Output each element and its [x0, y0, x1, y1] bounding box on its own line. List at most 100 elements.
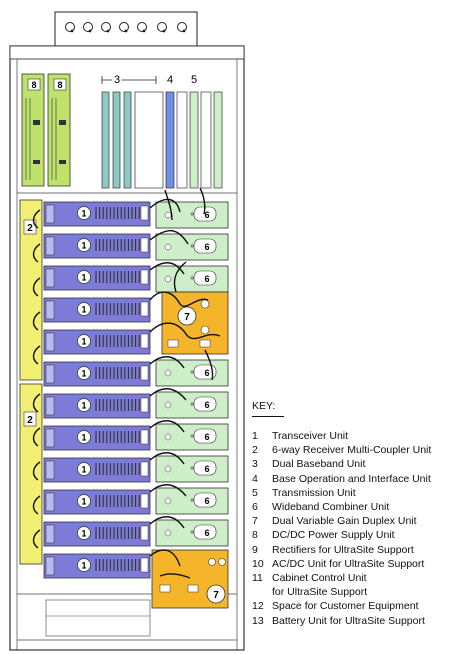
key-item-number: 7	[252, 515, 258, 528]
combiner-label: 6	[204, 242, 209, 252]
multicoupler-label: 2	[27, 223, 33, 234]
dcdc-label: 8	[31, 80, 36, 90]
transceiver-label: 1	[81, 305, 86, 315]
combiner-stack: 6 6 6 6 6 6 6 6 6	[155, 201, 229, 547]
key-item-label: DC/DC Power Supply Unit	[272, 529, 395, 542]
antenna-ports	[65, 22, 187, 33]
combiner-label: 6	[204, 368, 209, 378]
combiner-unit: 6	[155, 391, 229, 419]
key-item-number: 13	[252, 614, 264, 627]
transceiver-label: 1	[81, 369, 86, 379]
antenna-port	[157, 22, 167, 32]
transceiver-unit: 1	[43, 329, 151, 355]
rf-cabling	[32, 187, 221, 579]
combiner-label: 6	[204, 528, 209, 538]
combiner-label: 6	[204, 400, 209, 410]
key-item-label: Dual Baseband Unit	[272, 458, 366, 471]
transmission-unit	[213, 91, 223, 189]
key-item: 7 Dual Variable Gain Duplex Unit	[252, 514, 474, 528]
cabinet-bottom-slot	[45, 599, 151, 637]
empty-slot	[176, 91, 188, 189]
empty-slot	[134, 91, 164, 189]
key-item-number: 5	[252, 486, 258, 499]
combiner-unit: 6	[155, 359, 229, 387]
key-item-label: Wideband Combiner Unit	[272, 501, 390, 514]
transceiver-label: 1	[81, 529, 86, 539]
key-title: KEY:	[252, 400, 276, 412]
dcdc-unit: 8	[21, 73, 45, 187]
baseband-unit	[101, 91, 110, 189]
key-item: 12 Space for Customer Equipment	[252, 599, 474, 613]
transceiver-label: 1	[81, 465, 86, 475]
transceiver-unit: 1	[43, 489, 151, 515]
combiner-label: 6	[204, 464, 209, 474]
transceiver-label: 1	[81, 561, 86, 571]
multicoupler-unit: 2	[19, 199, 43, 381]
multicoupler-label: 2	[27, 415, 33, 426]
key-item: 3 Dual Baseband Unit	[252, 457, 474, 471]
combiner-label: 6	[204, 496, 209, 506]
transceiver-unit: 1	[43, 233, 151, 259]
baseband-label-text: 3	[114, 74, 120, 86]
key-item-number: 10	[252, 557, 264, 570]
bou-label: 4	[167, 74, 173, 86]
transceiver-unit: 1	[43, 201, 151, 227]
key-item-number: 3	[252, 458, 258, 471]
antenna-port	[177, 22, 187, 32]
duplexer-unit: 7	[151, 549, 229, 609]
key-item-number: 12	[252, 600, 264, 613]
antenna-port	[101, 22, 111, 32]
combiner-unit: 6	[155, 265, 229, 293]
combiner-unit: 6	[155, 455, 229, 483]
key-item-number: 2	[252, 444, 258, 457]
combiner-unit: 6	[155, 201, 229, 229]
key-item-number: 9	[252, 543, 258, 556]
key-item-label: Cabinet Control Unit	[272, 572, 367, 585]
antenna-port	[137, 22, 147, 32]
combiner-label: 6	[204, 432, 209, 442]
combiner-unit: 6	[155, 487, 229, 515]
key-item-number: 11	[252, 572, 263, 585]
key-item-number: 6	[252, 501, 258, 514]
dcdc-label: 8	[57, 80, 62, 90]
dcdc-unit: 8	[47, 73, 71, 187]
key-item-label: for UltraSite Support	[272, 586, 368, 599]
transceiver-label: 1	[81, 241, 86, 251]
transceiver-label: 1	[81, 273, 86, 283]
key-item-label: AC/DC Unit for UltraSite Support	[272, 557, 425, 570]
antenna-port	[65, 22, 75, 32]
key-item: for UltraSite Support	[252, 585, 474, 599]
transceiver-unit: 1	[43, 297, 151, 323]
antenna-port	[83, 22, 93, 32]
cabinet-top-panel	[9, 45, 245, 60]
transceiver-unit: 1	[43, 425, 151, 451]
transceiver-label: 1	[81, 497, 86, 507]
key-item-label: Space for Customer Equipment	[272, 600, 419, 613]
transceiver-unit: 1	[43, 361, 151, 387]
empty-slot	[200, 91, 212, 189]
combiner-label: 6	[204, 274, 209, 284]
duplexer-label: 7	[213, 590, 219, 601]
key-item-number: 1	[252, 430, 258, 442]
key-item-label: Dual Variable Gain Duplex Unit	[272, 515, 417, 528]
combiner-unit: 6	[155, 233, 229, 261]
transceiver-unit: 1	[43, 457, 151, 483]
key-item: 10 AC/DC Unit for UltraSite Support	[252, 557, 474, 571]
transceiver-unit: 1	[43, 393, 151, 419]
key-item-label: Transceiver Unit	[272, 430, 349, 442]
bou-unit	[165, 91, 175, 189]
key-item: 11 Cabinet Control Unit	[252, 571, 474, 585]
duplexer-label: 7	[184, 312, 190, 323]
key-item: 6 Wideband Combiner Unit	[252, 500, 474, 514]
antenna-port	[119, 22, 129, 32]
transmission-unit	[189, 91, 199, 189]
transceiver-label: 1	[81, 401, 86, 411]
